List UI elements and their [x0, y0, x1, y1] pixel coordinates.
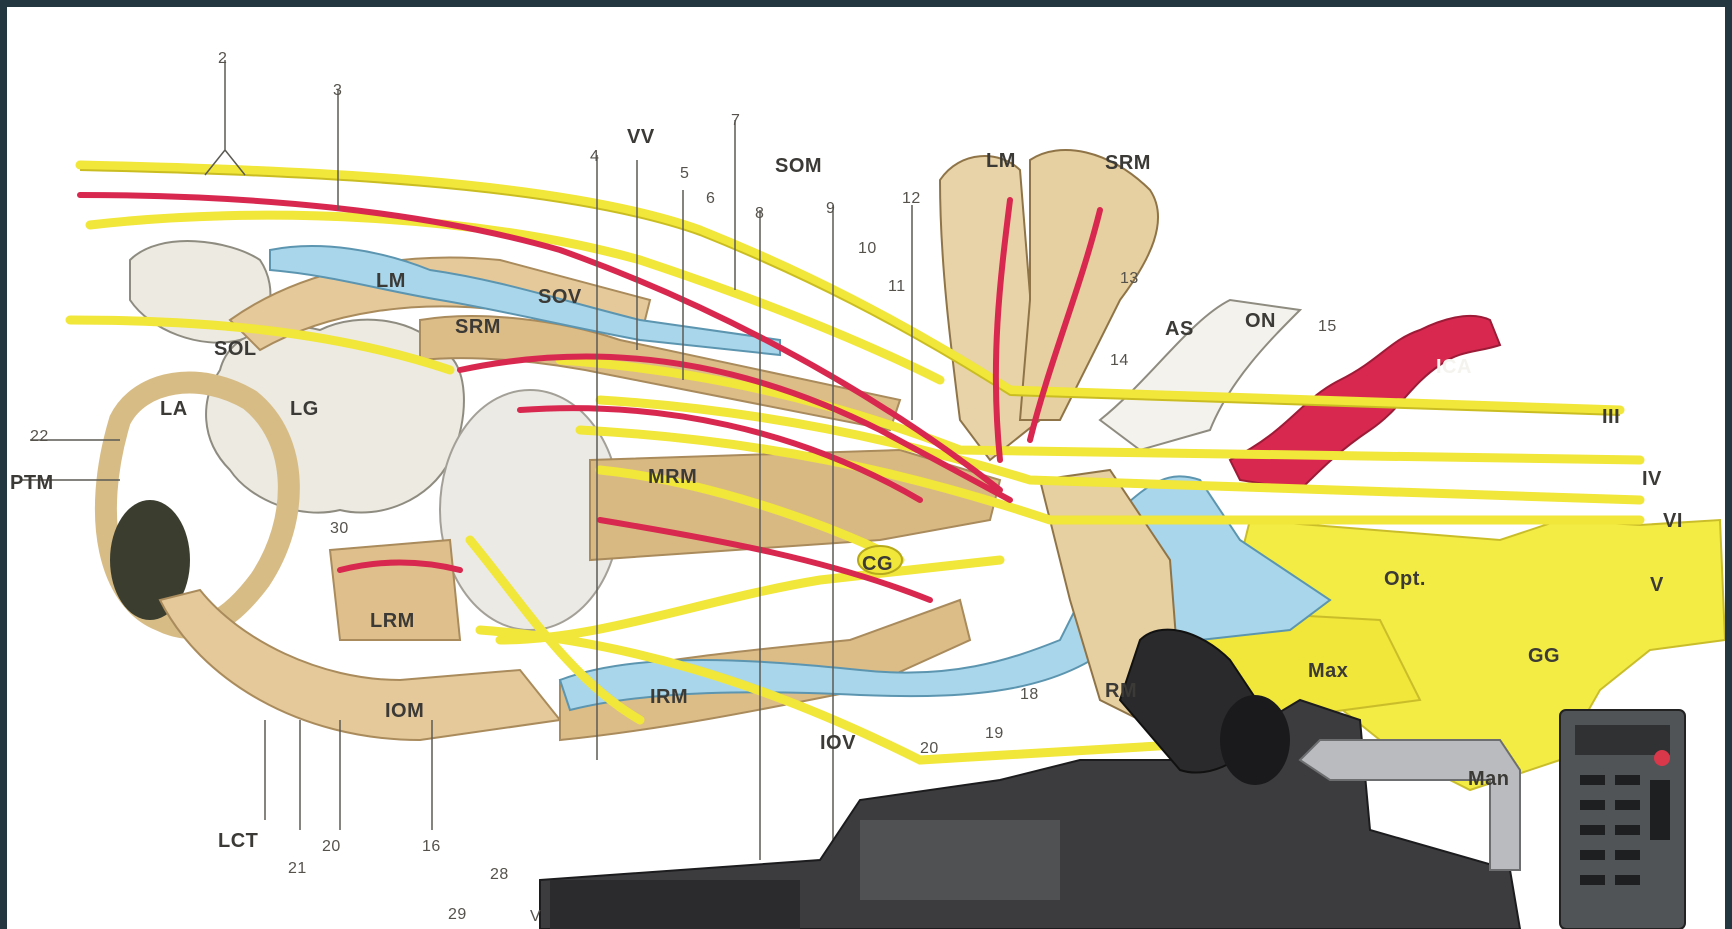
label-lct: LCT — [218, 830, 258, 853]
label-iom: IOM — [385, 700, 424, 723]
label-as: AS — [1165, 318, 1194, 341]
label-30: 30 — [330, 520, 349, 538]
label-ica: ICA — [1436, 356, 1472, 379]
remote-red-button — [1654, 750, 1670, 766]
label-11: 11 — [888, 278, 906, 296]
label-iov: IOV — [820, 732, 856, 755]
label-lg: LG — [290, 398, 319, 421]
label-20b: 20 — [322, 838, 341, 856]
label-13: 13 — [1120, 270, 1139, 288]
label-lm: LM — [376, 270, 406, 293]
label-19: 19 — [985, 725, 1004, 743]
label-iv: IV — [1642, 468, 1662, 491]
label-vv: VV — [627, 126, 655, 149]
label-14: 14 — [1110, 352, 1129, 370]
label-2: 2 — [218, 50, 227, 68]
label-on: ON — [1245, 310, 1276, 333]
label-ptm: PTM — [10, 472, 54, 495]
label-la: LA — [160, 398, 188, 421]
label-29: 29 — [448, 906, 467, 924]
label-6: 6 — [706, 190, 715, 208]
label-3: 3 — [333, 82, 342, 100]
label-21: 21 — [288, 860, 307, 878]
label-12: 12 — [902, 190, 921, 208]
label-sov: SOV — [538, 286, 582, 309]
label-mrm: MRM — [648, 466, 697, 489]
label-man: Man — [1468, 768, 1510, 791]
label-7: 7 — [731, 112, 740, 130]
label-lm-top: LM — [986, 150, 1016, 173]
label-v-bottom: V — [530, 908, 541, 926]
label-v-right: V — [1650, 574, 1664, 597]
label-20: 20 — [920, 740, 939, 758]
label-opt: Opt. — [1384, 568, 1426, 591]
camcorder-lens-barrel — [550, 880, 800, 929]
label-sol: SOL — [214, 338, 257, 361]
label-15: 15 — [1318, 318, 1337, 336]
label-4: 4 — [590, 148, 599, 166]
label-9: 9 — [826, 200, 835, 218]
label-22: 22 — [30, 428, 49, 446]
remote-control-photo — [1560, 710, 1685, 929]
label-srm: SRM — [455, 316, 501, 339]
label-max: Max — [1308, 660, 1348, 683]
label-iii: III — [1602, 406, 1620, 429]
label-8: 8 — [755, 205, 764, 223]
label-vi: VI — [1663, 510, 1683, 533]
label-som: SOM — [775, 155, 822, 178]
remote-top-panel — [1575, 725, 1670, 755]
label-10: 10 — [858, 240, 877, 258]
label-cg: CG — [862, 553, 893, 576]
camcorder-side-panel — [860, 820, 1060, 900]
label-28: 28 — [490, 866, 509, 884]
label-18: 18 — [1020, 686, 1039, 704]
label-5: 5 — [680, 165, 689, 183]
label-gg: GG — [1528, 645, 1560, 668]
label-16: 16 — [422, 838, 441, 856]
label-lrm: LRM — [370, 610, 415, 633]
label-srm-top: SRM — [1105, 152, 1151, 175]
label-irm: IRM — [650, 686, 688, 709]
label-rm: RM — [1105, 680, 1137, 703]
camcorder-eyecup — [1220, 695, 1290, 785]
